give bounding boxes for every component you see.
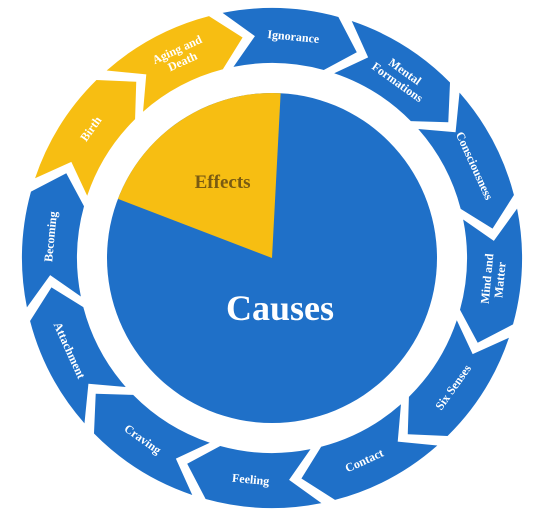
stage-mind-and-matter: Mind andMatter	[460, 208, 522, 343]
stage-six-senses: Six Senses	[407, 320, 509, 437]
effects-label: Effects	[195, 172, 251, 193]
stage-feeling: Feeling	[187, 446, 322, 508]
causes-label: Causes	[226, 288, 334, 328]
stage-chevron	[460, 208, 522, 343]
stage-chevron	[334, 21, 451, 123]
stage-chevron	[35, 79, 137, 196]
stage-chevron	[22, 173, 84, 308]
stage-chevron	[418, 92, 514, 229]
stage-label: Becoming	[41, 211, 60, 263]
stage-label: Feeling	[231, 471, 269, 489]
stage-chevron	[106, 16, 243, 112]
stage-chevron	[93, 393, 210, 495]
stage-chevron	[301, 404, 438, 500]
stage-attachment: Attachment	[30, 287, 126, 424]
stage-mental-formations: MentalFormations	[334, 21, 451, 123]
effects-sector	[117, 93, 281, 258]
stage-label: Ignorance	[267, 27, 321, 46]
stage-chevron	[407, 320, 509, 437]
stage-label-line: Matter	[491, 261, 508, 299]
stage-contact: Contact	[301, 404, 438, 500]
stage-label: Mind andMatter	[478, 253, 510, 306]
stage-consciousness: Consciousness	[418, 92, 514, 229]
stage-aging-and-death: Aging andDeath	[106, 16, 243, 112]
stage-label-line: Feeling	[231, 471, 269, 489]
stage-label-line: Becoming	[41, 211, 60, 263]
outer-ring: Ignorance MentalFormationsConsciousnessMi…	[22, 8, 522, 508]
stage-ignorance: Ignorance	[222, 8, 357, 70]
stage-craving: Craving	[93, 393, 210, 495]
stage-label-line: Ignorance	[267, 27, 321, 46]
stage-birth: Birth	[35, 79, 137, 196]
stage-chevron	[222, 8, 357, 70]
stage-becoming: Becoming	[22, 173, 84, 308]
stage-chevron	[187, 446, 322, 508]
stage-label-line: Mind and	[478, 253, 497, 305]
inner-pie: Effects Causes	[107, 93, 437, 423]
stage-chevron	[30, 287, 126, 424]
